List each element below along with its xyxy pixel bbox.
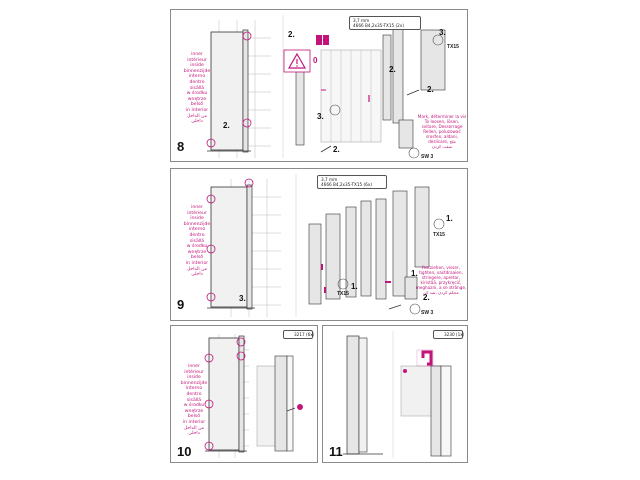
screw-length: 3,7 mm [353,18,370,23]
step-number: 8 [177,139,185,154]
screw-spec-label: 3,7 mm 4666 B4,2x35-TX15 (2x) [349,16,421,30]
torx-size-label: TX15 [447,44,459,50]
step-10-panel: 10 inner intérieur inside binnenzijde in… [170,325,318,463]
screw-spec-label: 3,7 mm 4666 B4,2x35-TX15 (6x) [317,175,387,189]
callout: 1. [351,282,358,291]
callout: 2. [223,121,230,130]
step-number: 11 [329,444,343,459]
step-8-panel: 8 inner intérieur inside binnenzijde int… [170,9,468,162]
inside-language-note: inner intérieur inside binnenzijde inter… [180,364,208,437]
step-11-illustration [343,331,452,458]
callout: 3. [239,294,246,303]
hex-key-icon [409,303,421,315]
part-spec-label: 3217 (6x) [283,330,314,339]
callout: 2. [288,30,295,39]
torx-size-label: TX15 [337,291,349,297]
step-9-illustration [206,174,445,317]
screw-part-number: 4666 B4,2x35-TX15 (2x) [353,23,404,28]
hex-size-label: SW 3 [421,154,434,160]
callout: 3. [317,112,324,121]
hex-size-label: SW 3 [421,310,434,316]
step-number: 9 [177,297,185,312]
hex-key-icon [408,147,420,159]
inside-language-note: inner intérieur inside binnenzijde inter… [183,205,211,278]
callout: 2. [423,293,430,302]
screw-length: 3,7 mm [321,177,338,182]
part-spec-label: 3230 (1x) [433,330,464,339]
callout: 1. [411,269,418,278]
step-10-illustration [204,331,303,458]
callout: 2. [333,145,340,154]
callout: 2. [427,85,434,94]
torx-size-label: TX15 [433,232,445,238]
gap-value: 0 [313,56,318,65]
step-11-panel: 11 3230 (1x) [322,325,468,463]
callout: 2. [389,65,396,74]
step-number: 10 [177,444,192,459]
torx-tool-icon [433,218,445,230]
callout: 1. [446,214,453,223]
torx-tool-icon [432,34,444,46]
step-9-panel: 9 inner intérieur inside binnenzijde int… [170,168,468,321]
screw-part-number: 4666 B4,2x35-TX15 (6x) [321,182,372,187]
step-8-illustration [206,15,446,159]
warning-triangle-icon [283,49,311,73]
callout: 3. [439,28,446,37]
loosen-language-note: Mark, déterminer la vis To loosen, lösen… [417,114,467,149]
inside-language-note: inner intérieur inside binnenzijde inter… [183,52,211,125]
tighten-language-note: festziehen, visser, tighten, vastdraaien… [415,265,467,295]
